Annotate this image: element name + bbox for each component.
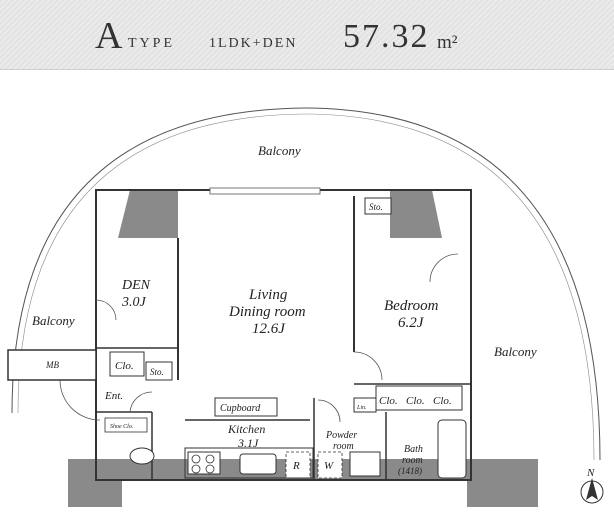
label-kitchen: Kitchen [227,422,265,436]
label-clo-bed-1: Clo. [379,395,398,407]
label-clo-den: Clo. [115,360,134,372]
label-bedroom-size: 6.2J [398,315,425,331]
label-living-1: Living [248,287,288,303]
closets-bed [375,385,463,411]
label-bath-1: Bath [404,444,423,455]
north-arrow-icon [586,478,598,500]
type-letter: A [95,15,123,57]
label-sto-den: Sto. [150,367,164,377]
mb-box [7,349,97,381]
label-balcony-right: Balcony [494,344,537,359]
kitchen-sink [239,453,277,475]
label-balcony-left: Balcony [32,313,75,328]
label-powder-1: Powder [325,430,357,441]
label-den: DEN [121,278,151,293]
column-top-left [118,190,178,238]
label-sto-bed: Sto. [369,202,383,212]
label-lin: Lin. [356,405,367,411]
closet-den [109,351,145,377]
label-north: N [586,467,595,479]
shoe-closet-box [104,417,148,433]
corridor-cutout [122,479,467,507]
bathtub [437,419,467,479]
label-fridge: R [292,460,300,472]
plan-header: A TYPE 1LDK+DEN 57.32 m² [0,0,614,70]
label-clo-bed-2: Clo. [406,395,425,407]
fridge-space [285,451,311,479]
storage-bed [364,197,392,215]
vanity [349,451,381,477]
label-kitchen-size: 3.1J [237,436,259,450]
column-top-right [390,190,442,238]
door-bed-closet [429,253,459,283]
type-word: TYPE [128,36,175,51]
label-entrance: Ent. [104,390,123,402]
label-powder-2: room [333,441,354,452]
door-bedroom [353,351,383,381]
window-top [209,187,321,195]
floor-area: 57.32 [343,18,430,55]
burner-3 [191,464,201,474]
burner-4 [205,464,215,474]
door-ent-inner [129,391,153,413]
label-bath-2: room [402,455,423,466]
counter [184,447,314,479]
balcony-arc-inner [17,113,595,461]
balcony-arc [11,107,601,461]
label-cupboard: Cupboard [220,403,261,414]
layout-label: 1LDK+DEN [209,36,298,51]
floor-plan: Balcony Balcony Balcony MB DEN 3.0J Livi… [7,107,604,507]
washer-space [317,451,343,479]
burner-1 [191,454,201,464]
label-bedroom: Bedroom [384,298,439,314]
door-powder [317,399,341,423]
cupboard-box [214,397,278,417]
door-entry [59,379,101,421]
area-unit: m² [437,32,458,53]
label-shoe-closet: Shoe Clo. [110,424,133,430]
label-washer: W [324,460,334,472]
label-mb: MB [45,360,59,370]
label-bath-size: (1418) [398,466,422,476]
label-den-size: 3.0J [121,295,147,310]
toilet [129,447,155,465]
label-living-size: 12.6J [252,321,286,337]
label-living-2: Dining room [228,304,306,320]
stove [187,451,221,475]
linen-box [353,397,377,413]
storage-den [145,361,173,381]
label-clo-bed-3: Clo. [433,395,452,407]
burner-2 [205,454,215,464]
door-den [95,299,117,321]
label-balcony-top: Balcony [258,143,301,158]
